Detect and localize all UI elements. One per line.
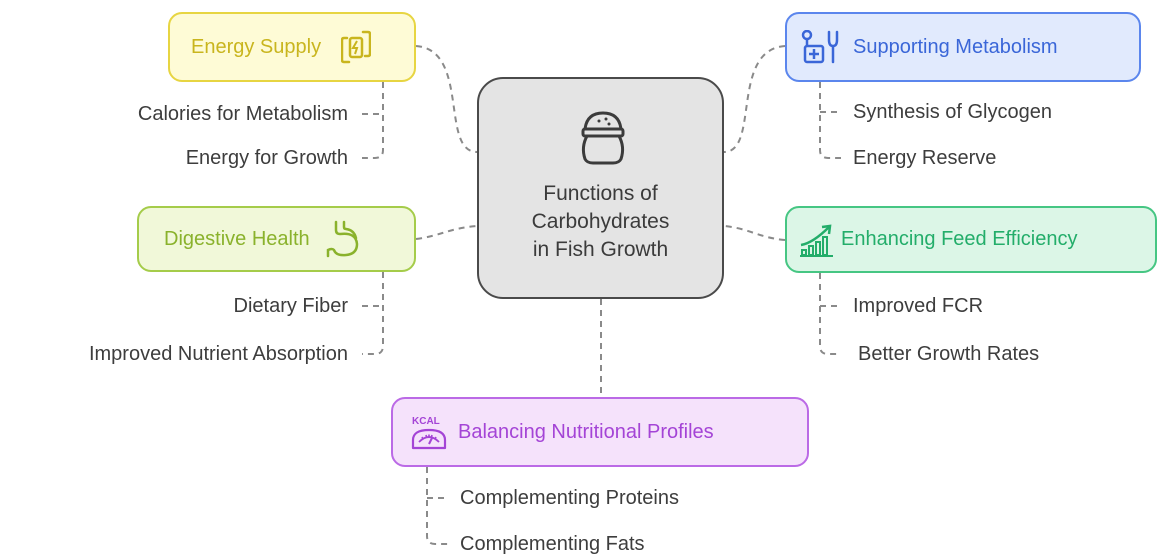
topic-enhancing-feed-efficiency-label: Enhancing Feed Efficiency: [841, 228, 1078, 250]
leaf-complementing-fats: Complementing Fats: [460, 533, 645, 555]
topic-energy-supply: Energy Supply: [168, 12, 416, 82]
leaf-energy-reserve: Energy Reserve: [853, 147, 997, 169]
leaf-calories-for-metabolism: Calories for Metabolism: [137, 103, 348, 125]
topic-balancing-nutritional-profiles: KCAL Balancing Nutritional Profiles: [391, 397, 809, 467]
leaf-synthesis-of-glycogen: Synthesis of Glycogen: [853, 101, 1052, 123]
topic-supporting-metabolism-label: Supporting Metabolism: [853, 35, 1058, 58]
leaf-better-growth-rates: Better Growth Rates: [858, 343, 1040, 365]
topic-digestive-health: Digestive Health: [137, 206, 416, 272]
topic-enhancing-feed-efficiency: Enhancing Feed Efficiency: [785, 206, 1157, 273]
stomach-icon: [324, 220, 360, 258]
central-title: Functions of Carbohydrates in Fish Growt…: [477, 180, 724, 264]
central-title-line: in Fish Growth: [532, 238, 669, 261]
leaf-complementing-proteins: Complementing Proteins: [460, 487, 679, 509]
battery-recharge-icon: [341, 30, 372, 64]
topic-energy-supply-label: Energy Supply: [191, 35, 322, 58]
growth-chart-icon: [799, 223, 835, 257]
leaf-energy-for-growth: Energy for Growth: [185, 147, 348, 169]
topic-digestive-health-label: Digestive Health: [164, 227, 310, 250]
stethoscope-icon: [801, 30, 841, 64]
central-title-line: Carbohydrates: [531, 210, 670, 233]
leaf-improved-nutrient-absorption: Improved Nutrient Absorption: [88, 343, 348, 365]
central-node: [477, 77, 724, 299]
leaf-dietary-fiber: Dietary Fiber: [233, 295, 348, 317]
topic-supporting-metabolism: Supporting Metabolism: [785, 12, 1141, 82]
leaf-improved-fcr: Improved FCR: [853, 295, 984, 317]
central-title-line: Functions of: [543, 182, 658, 205]
topic-balancing-nutritional-profiles-label: Balancing Nutritional Profiles: [458, 420, 714, 443]
kcal-icon-text: KCAL: [412, 416, 440, 427]
food-bowl-icon: [581, 111, 625, 165]
kcal-scale-icon: KCAL: [410, 412, 448, 452]
